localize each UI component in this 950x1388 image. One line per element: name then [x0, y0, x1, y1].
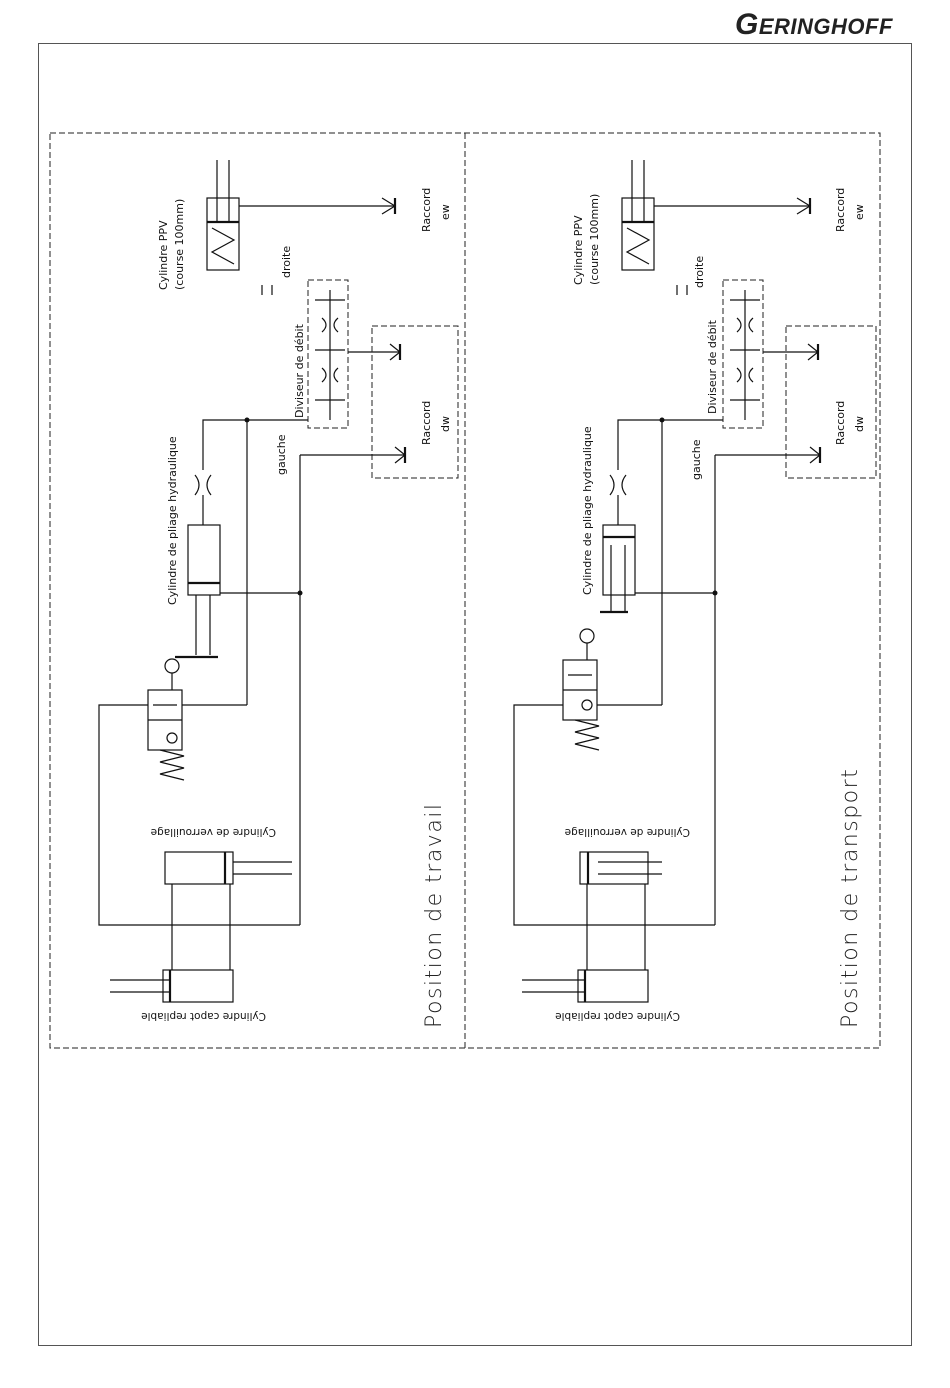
directional-valve-symbol — [98, 658, 300, 926]
label-cyl-ppv: Cylindre PPV — [157, 220, 170, 290]
label-raccord-dw: Raccord — [420, 401, 433, 445]
restrictor-symbol — [194, 474, 212, 496]
restrictor-symbol — [609, 474, 627, 496]
label-pliage: Cylindre de pliage hydraulique — [581, 426, 594, 595]
logo-initial: G — [735, 8, 759, 41]
label-cyl-ppv-course: (course 100mm) — [588, 194, 601, 285]
label-dw: dw — [439, 416, 452, 432]
label-ew: ew — [853, 204, 866, 220]
flow-divider-symbol — [261, 279, 402, 429]
logo-rest: ERINGHOFF — [758, 14, 893, 39]
label-raccord-ew: Raccord — [420, 188, 433, 232]
label-droite: droite — [280, 246, 293, 278]
label-gauche: gauche — [275, 434, 288, 475]
label-raccord-ew: Raccord — [834, 188, 847, 232]
ppv-cylinder-symbol — [621, 160, 812, 271]
label-raccord-dw: Raccord — [834, 401, 847, 445]
label-gauche: gauche — [690, 439, 703, 480]
label-position-transport: Position de transport — [838, 768, 863, 1028]
folding-cylinder-symbol — [600, 524, 718, 614]
label-ew: ew — [439, 204, 452, 220]
panel-transport: Cylindre PPV (course 100mm) Raccord ew d… — [513, 160, 877, 1028]
folding-cylinder-symbol — [175, 524, 303, 659]
brand-logo: GERINGHOFF — [735, 8, 915, 42]
page-frame — [38, 43, 912, 1346]
directional-valve-symbol — [513, 628, 715, 926]
label-cyl-ppv-course: (course 100mm) — [173, 199, 186, 290]
panel-travail: Cylindre PPV (course 100mm) Raccord ew d… — [98, 160, 459, 1028]
locking-cylinder-symbol — [579, 851, 662, 970]
ppv-cylinder-symbol — [206, 160, 397, 271]
hood-cylinder-symbol — [110, 969, 234, 1003]
locking-cylinder-symbol — [164, 851, 292, 970]
raccord-dw-box — [371, 325, 459, 479]
label-capot: Cylindre capot repliable — [141, 1010, 266, 1022]
label-verrouillage: Cylindre de verrouillage — [151, 826, 276, 838]
label-position-travail: Position de travail — [422, 802, 447, 1028]
label-diviseur: Diviseur de débit — [706, 319, 719, 414]
hood-cylinder-symbol — [522, 969, 649, 1003]
label-verrouillage: Cylindre de verrouillage — [565, 826, 690, 838]
label-capot: Cylindre capot repliable — [555, 1010, 680, 1022]
label-cyl-ppv: Cylindre PPV — [572, 215, 585, 285]
label-pliage: Cylindre de pliage hydraulique — [166, 436, 179, 605]
label-dw: dw — [853, 416, 866, 432]
flow-divider-symbol — [676, 279, 820, 429]
label-droite: droite — [693, 256, 706, 288]
label-diviseur: Diviseur de débit — [293, 323, 306, 418]
raccord-dw-box — [785, 325, 877, 479]
